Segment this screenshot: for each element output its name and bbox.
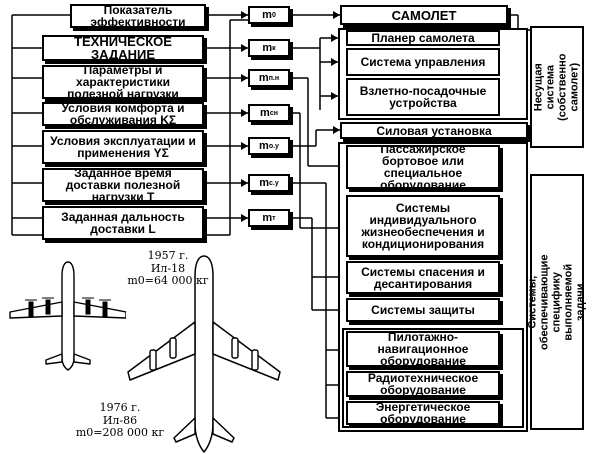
power-equipment-label: Энергетическое оборудование bbox=[375, 401, 471, 425]
tech-spec-box: ТЕХНИЧЕСКОЕ ЗАДАНИЕ bbox=[42, 35, 204, 61]
il86-aircraft-drawing bbox=[127, 255, 281, 453]
payload-params-box: Параметры и характеристики полезной нагр… bbox=[42, 65, 204, 99]
radio-equipment-label: Радиотехническое оборудование bbox=[367, 371, 479, 397]
m0-base: m bbox=[262, 8, 272, 21]
power-plant-box: Силовая установка bbox=[340, 122, 528, 139]
delivery-range-label: Заданная дальность доставки L bbox=[61, 210, 185, 236]
operation-conditions-label: Условия эксплуатации и применения YΣ bbox=[50, 134, 196, 160]
airframe-label: Планер самолета bbox=[371, 31, 475, 45]
comfort-conditions-label: Условия комфорта и обслуживания KΣ bbox=[61, 102, 185, 126]
power-equipment-box: Энергетическое оборудование bbox=[346, 401, 500, 425]
passenger-equipment-label: Пассажирское бортовое или специальное об… bbox=[380, 145, 466, 189]
navigation-equipment-label: Пилотажно-навигационное оборудование bbox=[377, 331, 469, 367]
rescue-systems-box: Системы спасения и десантирования bbox=[346, 261, 500, 294]
aircraft-title-box: САМОЛЕТ bbox=[340, 5, 508, 25]
protection-systems-label: Системы защиты bbox=[371, 303, 475, 317]
effectiveness-box: Показатель эффективности bbox=[70, 4, 206, 28]
payload-params-label: Параметры и характеристики полезной нагр… bbox=[67, 65, 179, 99]
protection-systems-box: Системы защиты bbox=[346, 298, 500, 322]
il86-mass: m0=208 000 кг bbox=[75, 426, 165, 440]
landing-gear-box: Взлетно-посадочные устройства bbox=[346, 78, 500, 116]
mou-sub: о.у bbox=[268, 142, 279, 150]
msn-base: m bbox=[260, 106, 270, 119]
delivery-range-box: Заданная дальность доставки L bbox=[42, 206, 204, 240]
il86-year: 1976 г. bbox=[99, 401, 141, 414]
mk-sub: к bbox=[272, 44, 276, 52]
rescue-systems-label: Системы спасения и десантирования bbox=[361, 264, 485, 291]
comfort-conditions-box: Условия комфорта и обслуживания KΣ bbox=[42, 102, 204, 126]
landing-gear-label: Взлетно-посадочные устройства bbox=[359, 84, 487, 110]
control-system-box: Система управления bbox=[346, 48, 500, 76]
msu-sub: с.у bbox=[269, 179, 279, 187]
mk-base: m bbox=[262, 41, 273, 54]
life-support-box: Системы индивидуального жизнеобеспечения… bbox=[346, 195, 500, 257]
il18-name: Ил-18 bbox=[150, 261, 186, 275]
tech-spec-label: ТЕХНИЧЕСКОЕ ЗАДАНИЕ bbox=[74, 35, 172, 61]
task-systems-side-label: Системы, обеспечивающие специфику выполн… bbox=[526, 174, 588, 430]
radio-equipment-box: Радиотехническое оборудование bbox=[346, 371, 500, 397]
msu-base: m bbox=[259, 176, 270, 189]
passenger-equipment-box: Пассажирское бортовое или специальное об… bbox=[346, 145, 500, 189]
operation-conditions-box: Условия эксплуатации и применения YΣ bbox=[42, 130, 204, 164]
m0-sub: 0 bbox=[271, 11, 276, 19]
power-plant-label: Силовая установка bbox=[376, 123, 492, 138]
carrier-system-side-text: Несущая система (собственно самолет) bbox=[532, 53, 582, 121]
il18-aircraft-drawing bbox=[9, 261, 126, 371]
delivery-time-label: Заданное время доставки полезной нагрузк… bbox=[65, 168, 181, 202]
airframe-box: Планер самолета bbox=[346, 30, 500, 46]
task-systems-side-text: Системы, обеспечивающие специфику выполн… bbox=[526, 254, 588, 350]
mou-base: m bbox=[259, 139, 269, 152]
mt-base: m bbox=[262, 211, 273, 224]
il86-caption: 1976 г. Ил-86 m0=208 000 кг bbox=[50, 401, 190, 440]
navigation-equipment-box: Пилотажно-навигационное оборудование bbox=[346, 331, 500, 367]
il86-name: Ил-86 bbox=[102, 413, 138, 427]
aircraft-title: САМОЛЕТ bbox=[391, 7, 457, 23]
mpn-base: m bbox=[258, 71, 269, 84]
il18-year: 1957 г. bbox=[147, 249, 189, 262]
il18-caption: 1957 г. Ил-18 m0=64 000 кг bbox=[108, 249, 228, 288]
il18-mass: m0=64 000 кг bbox=[127, 274, 209, 288]
control-system-label: Система управления bbox=[360, 55, 486, 69]
mpn-sub: п.н bbox=[268, 74, 280, 82]
effectiveness-label: Показатель эффективности bbox=[90, 4, 186, 28]
delivery-time-box: Заданное время доставки полезной нагрузк… bbox=[42, 168, 204, 202]
msn-sub: сн bbox=[269, 109, 278, 117]
life-support-label: Системы индивидуального жизнеобеспечения… bbox=[361, 201, 485, 251]
carrier-system-side-label: Несущая система (собственно самолет) bbox=[530, 26, 584, 148]
mt-sub: т bbox=[272, 214, 276, 222]
